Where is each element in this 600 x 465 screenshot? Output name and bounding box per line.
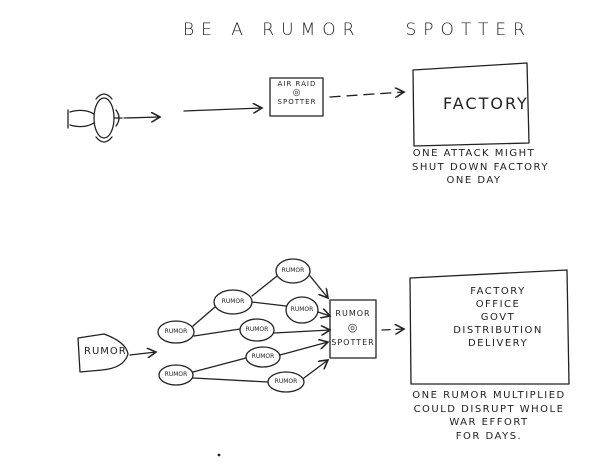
network-node-label: RUMOR xyxy=(221,298,245,305)
rumor-spotter-box xyxy=(329,299,377,359)
arrow-plane-short xyxy=(123,117,160,118)
rumor-source-shape xyxy=(77,333,129,373)
network-node-label: RUMOR xyxy=(164,371,188,378)
air-raid-spotter-box xyxy=(269,77,324,117)
network-node-label: RUMOR xyxy=(251,353,275,360)
network-node-label: RUMOR xyxy=(290,306,314,313)
rumor-spotter-line-1: RUMOR xyxy=(335,309,371,318)
target-item: DISTRIBUTION xyxy=(453,325,543,336)
title-part-1: BE A RUMOR xyxy=(183,20,362,40)
target-item: FACTORY xyxy=(470,286,526,297)
network-link xyxy=(303,360,328,379)
rumor-spotter-target-icon: ◎ xyxy=(347,321,359,334)
arrow-plane-long xyxy=(183,108,262,111)
factory-label: FACTORY xyxy=(443,94,529,113)
network-node-oval xyxy=(245,346,281,368)
bottom-caption: ONE RUMOR MULTIPLIED COULD DISRUPT WHOLE… xyxy=(404,389,574,443)
airplane-icon xyxy=(67,93,123,143)
top-caption-line: ONE ATTACK MIGHT xyxy=(412,148,536,159)
network-node-oval xyxy=(285,296,319,324)
target-item: DELIVERY xyxy=(467,338,529,349)
rumor-spotter-label: RUMOR ◎ SPOTTER xyxy=(331,308,375,349)
rumor-spotter-line-2: SPOTTER xyxy=(331,337,375,347)
factory-box xyxy=(412,62,530,147)
top-caption-line: SHUT DOWN FACTORY xyxy=(412,161,549,173)
page-title: BE A RUMOR SPOTTER xyxy=(183,20,532,40)
ink-dot xyxy=(217,453,221,457)
dashed-arrow-bottom xyxy=(381,329,404,330)
network-link xyxy=(317,312,330,316)
spotter-target-icon: ◎ xyxy=(292,88,302,99)
network-node-label: RUMOR xyxy=(274,378,298,385)
network-node-oval xyxy=(158,364,194,386)
network-link xyxy=(193,328,241,337)
network-link xyxy=(251,275,278,297)
network-node-label: RUMOR xyxy=(281,267,305,274)
targets-list: FACTORY OFFICE GOVT DISTRIBUTION DELIVER… xyxy=(448,285,548,350)
network-link xyxy=(192,357,247,373)
network-link xyxy=(251,301,287,307)
rumor-source-label: RUMOR xyxy=(84,346,127,357)
arrow-source xyxy=(129,352,156,355)
network-node-oval xyxy=(239,318,275,342)
bottom-caption-line: WAR EFFORT xyxy=(449,417,529,428)
network-node-label: RUMOR xyxy=(245,326,269,333)
bottom-caption-line: FOR DAYS. xyxy=(455,430,523,442)
network-link xyxy=(192,306,216,327)
targets-box xyxy=(409,269,570,385)
target-item: GOVT xyxy=(480,312,516,323)
network-link xyxy=(192,377,269,383)
top-caption: ONE ATTACK MIGHT SHUT DOWN FACTORY ONE D… xyxy=(412,147,549,188)
title-part-2: SPOTTER xyxy=(405,20,532,40)
dashed-arrow-top xyxy=(329,92,404,97)
target-item: OFFICE xyxy=(475,299,521,310)
bottom-caption-line: ONE RUMOR MULTIPLIED xyxy=(412,390,566,401)
top-caption-line: ONE DAY xyxy=(446,175,502,186)
network-node-label: RUMOR xyxy=(164,328,188,335)
spotter-line-1: AIR RAID xyxy=(277,80,317,88)
bottom-caption-line: COULD DISRUPT WHOLE xyxy=(413,403,565,415)
network-link xyxy=(273,330,330,333)
network-node-oval xyxy=(157,320,195,344)
air-raid-spotter-label: AIR RAID ◎ SPOTTER xyxy=(272,80,322,106)
network-link xyxy=(309,275,328,298)
spotter-line-2: SPOTTER xyxy=(277,98,317,107)
network-node-oval xyxy=(275,258,311,284)
network-link xyxy=(279,342,328,356)
